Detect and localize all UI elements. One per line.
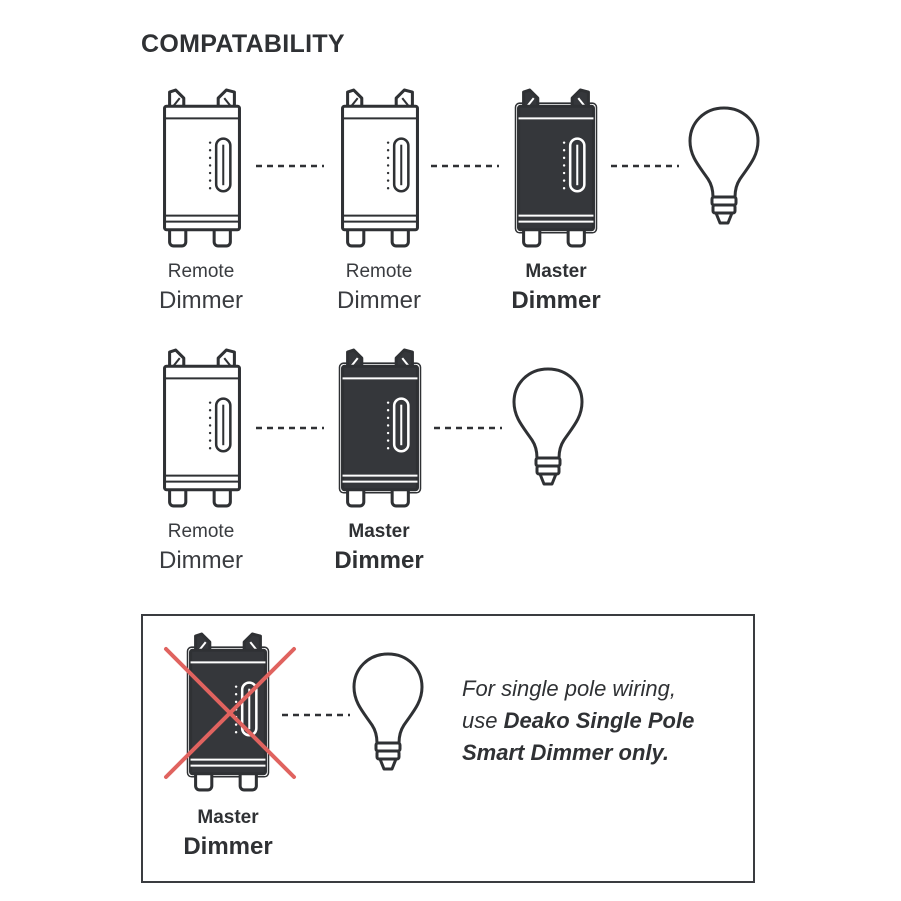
bulb-icon (512, 367, 584, 486)
not-supported-box (141, 614, 755, 883)
master-dimmer-device-icon (514, 88, 598, 248)
wire-connector (282, 713, 350, 717)
remote-dimmer-device-icon (163, 348, 241, 508)
page-title: COMPATABILITY (141, 30, 345, 58)
wire-connector (256, 164, 324, 168)
bulb-icon (352, 652, 424, 771)
cross-icon (164, 647, 296, 779)
wire-connector (611, 164, 679, 168)
wire-connector (431, 164, 499, 168)
remote-dimmer-device-icon (341, 88, 419, 248)
remote-dimmer-device-icon (163, 88, 241, 248)
wire-connector (256, 426, 324, 430)
bulb-icon (688, 106, 760, 225)
wire-connector (434, 426, 502, 430)
master-dimmer-device-icon (338, 348, 422, 508)
wiring-note: For single pole wiring, use Deako Single… (462, 676, 695, 765)
